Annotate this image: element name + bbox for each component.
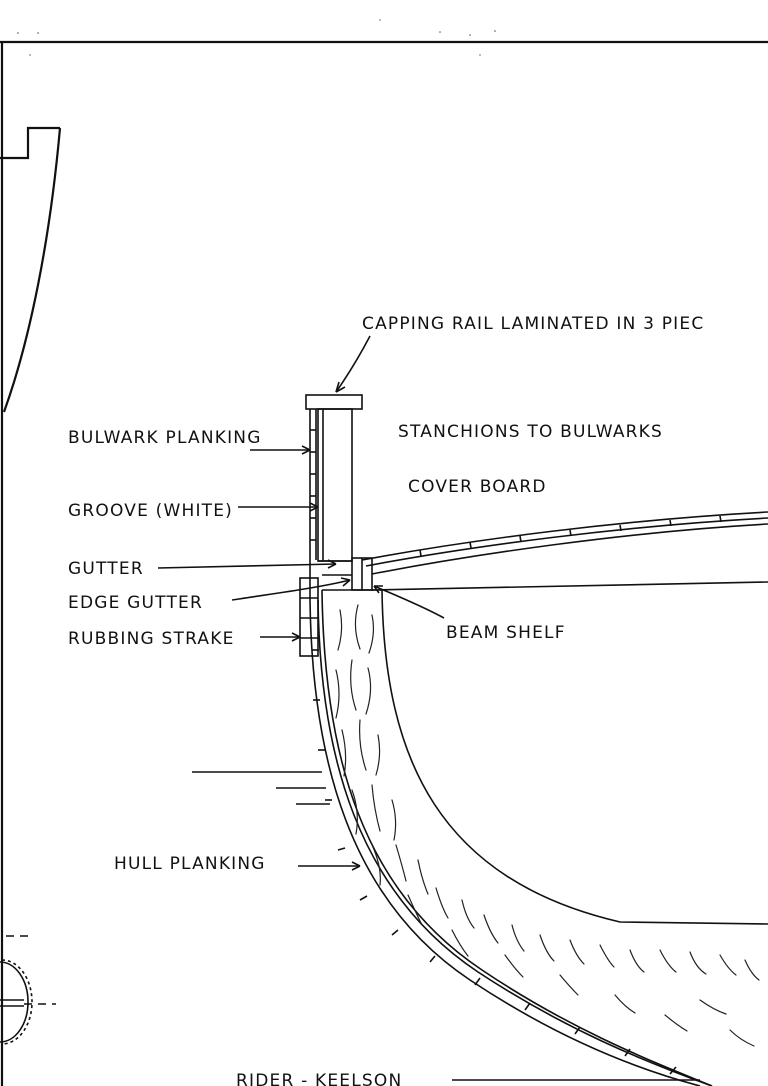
bulwark-planking — [309, 409, 317, 600]
label-hull-planking: HULL PLANKING — [114, 854, 266, 874]
frame-timber — [321, 589, 768, 1086]
label-gutter: GUTTER — [68, 559, 144, 579]
label-capping-rail: CAPPING RAIL LAMINATED IN 3 PIEC — [362, 314, 704, 334]
label-cover-board: COVER BOARD — [408, 477, 547, 497]
paper-specks — [17, 19, 496, 56]
label-stanchions: STANCHIONS TO BULWARKS — [398, 422, 663, 442]
label-groove: GROOVE (WHITE) — [68, 501, 233, 521]
label-beam-shelf: BEAM SHELF — [446, 623, 566, 643]
gear-fragment — [0, 935, 56, 1045]
label-rider-keelson: RIDER - KEELSON — [236, 1071, 402, 1086]
label-edge-gutter: EDGE GUTTER — [68, 593, 203, 613]
leader-lines — [157, 335, 700, 1081]
wood-grain — [335, 604, 760, 1047]
label-bulwark-planking: BULWARK PLANKING — [68, 428, 262, 448]
stanchion — [305, 394, 363, 562]
label-rubbing-strake: RUBBING STRAKE — [68, 629, 235, 649]
left-profile-outline — [0, 42, 62, 1086]
deck-planking — [361, 511, 768, 591]
